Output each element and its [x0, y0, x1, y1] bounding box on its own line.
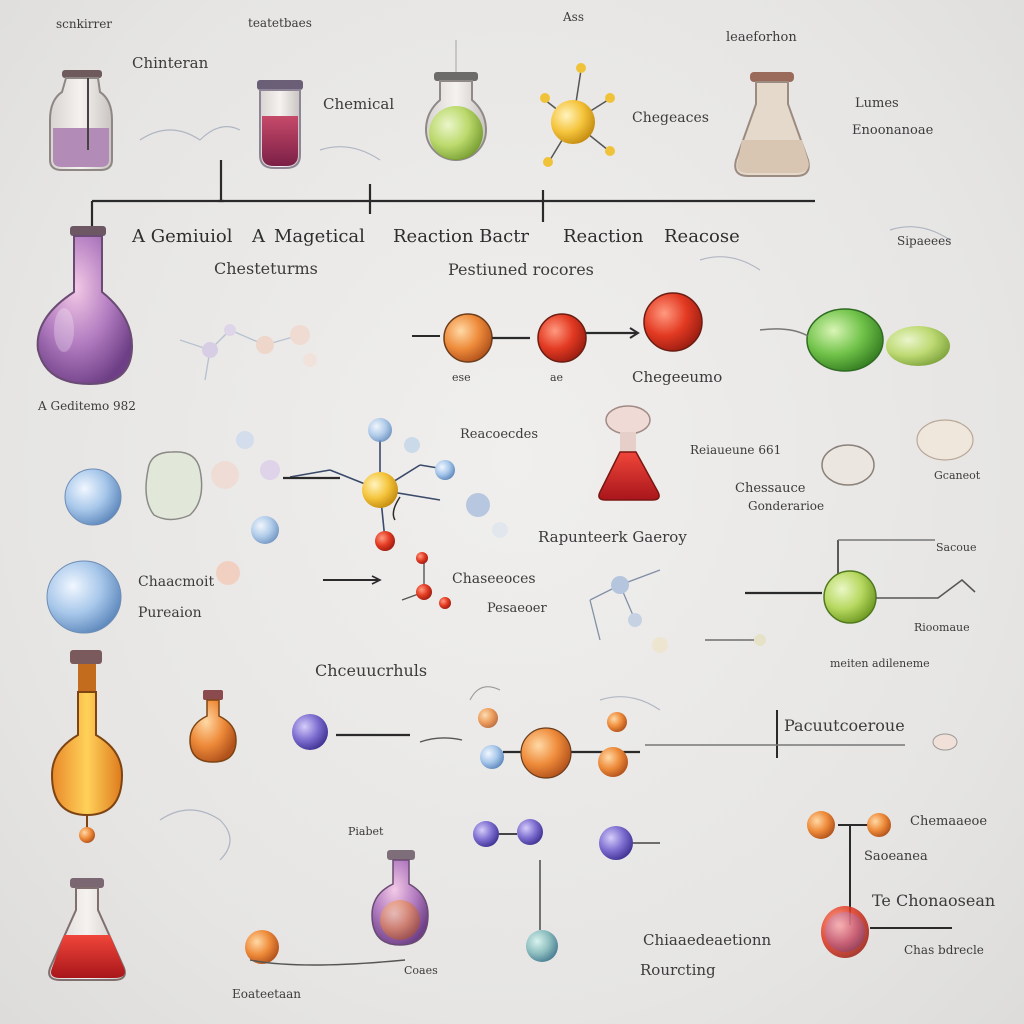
label-right-small-1: Sacoue: [936, 541, 977, 554]
label-top-reaction: leaeforhon: [726, 30, 797, 45]
label-right-small-2: Rioomaue: [914, 621, 970, 634]
label-lower-left: Chceuucrhuls: [315, 661, 428, 680]
test-tube-icon: [257, 80, 303, 169]
label-center-2: Pesaeoer: [487, 601, 547, 616]
molecule-icon: [540, 63, 615, 167]
faded-doodles: [139, 126, 951, 861]
chain-label-a: ese: [452, 371, 471, 384]
label-center-1: Chaseeoces: [452, 571, 536, 587]
label-top-ass: Ass: [563, 10, 584, 24]
erlenmeyer-flask-icon: [734, 72, 810, 177]
blue-sphere-large: [46, 560, 122, 634]
small-orange-flask: [189, 690, 237, 763]
blue-sphere-small: [64, 468, 122, 526]
reaction-chain: [412, 292, 703, 363]
green-product: [759, 308, 950, 372]
title-reaction-2: Reaction: [563, 226, 644, 247]
egg-vessel: [821, 419, 974, 486]
label-left-mid-1: Chaacmoit: [138, 574, 215, 590]
label-bottom-right-header: Te Chonaosean: [872, 891, 996, 910]
label-bottom-right-sub: Chas bdrecle: [904, 943, 984, 957]
label-right-lower-header: Pacuutcoeroue: [784, 716, 905, 735]
subtitle-center: Pestiuned rocores: [448, 260, 594, 279]
label-right-mid-1: Chessauce: [735, 481, 806, 496]
label-bottom-center-1: Chiaaedeaetionn: [643, 931, 772, 949]
label-bottom-center-2: Rourcting: [640, 961, 716, 979]
label-right-mid-2: Gonderarioe: [748, 499, 825, 513]
label-right-small-3: Gcaneot: [934, 469, 981, 482]
label-top-left-1: scnkirrer: [56, 17, 113, 31]
title-reaction: Reaction Bactr: [393, 226, 530, 247]
small-reaction-node: [216, 552, 451, 609]
title-main: A Gemiuiol: [132, 226, 233, 247]
orange-node-right: [807, 811, 952, 958]
label-small-2: Saoeanea: [864, 849, 928, 864]
orange-tube-icon: [50, 650, 124, 843]
title-a: A: [252, 226, 265, 247]
subtitle-left: Chesteturms: [214, 259, 318, 278]
label-right-green-sub: meiten adileneme: [830, 657, 930, 670]
label-center-header: Rapunteerk Gaeroy: [538, 528, 687, 546]
right-pipeline: [645, 710, 958, 758]
lower-reaction-chain: [292, 686, 640, 779]
label-lumes: Lumes: [855, 96, 899, 111]
chain-label-c: Chegeeumo: [632, 368, 723, 386]
label-bottom-small: Coaes: [404, 964, 438, 977]
large-flask-icon: [36, 226, 134, 386]
green-sphere-node: [705, 539, 976, 646]
faded-molecule-right: [589, 569, 668, 653]
label-red-flask: Reiaueune 661: [690, 443, 782, 457]
red-flask-icon: [598, 405, 660, 501]
label-small-3: Chemaaeoe: [910, 814, 988, 829]
title-reacoe: Reacose: [664, 226, 740, 247]
central-molecule-network: [211, 418, 508, 551]
round-flask-icon: [424, 40, 488, 161]
label-pharmacy: Enoonanoae: [852, 123, 934, 138]
faded-molecule-left: [179, 324, 317, 381]
dumbbell-molecules: [473, 819, 660, 962]
label-small-1: Piabet: [348, 825, 384, 838]
flask-caption: A Geditemo 982: [38, 399, 136, 413]
cloud-vessel: [145, 451, 203, 521]
red-conical-flask: [48, 878, 126, 981]
chain-label-b: ae: [550, 371, 564, 384]
reaction-flow-lines: [90, 160, 815, 226]
label-bottom-left: Eoateetaan: [232, 987, 302, 1001]
title-magical: Magetical: [274, 226, 365, 247]
label-left-mid-2: Pureaion: [138, 605, 202, 621]
label-top-left-2: Chinteran: [132, 54, 209, 72]
label-mid: Reacoecdes: [460, 427, 538, 442]
bottom-round-flask: [245, 850, 429, 966]
label-chegeacres: Chegeaces: [632, 110, 709, 126]
label-top-feature: teatetbaes: [248, 16, 312, 30]
label-chemical: Chemical: [323, 95, 395, 113]
small-beaker-icon: [49, 70, 113, 171]
label-right-tag: Sipaeees: [897, 234, 952, 248]
